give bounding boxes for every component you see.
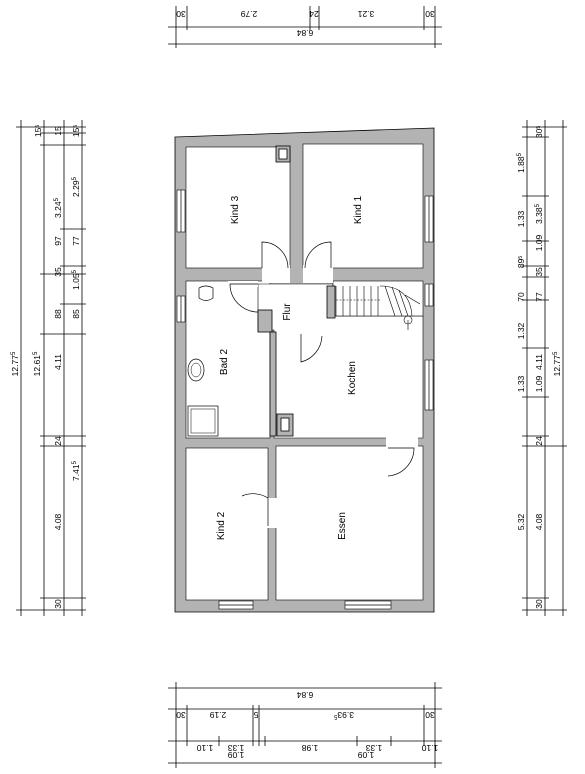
dim-bottom-w5: 1.10 [421, 743, 438, 753]
dim-left-w2: 88 [53, 309, 63, 319]
dim-left-r1b: 2.295 [71, 176, 81, 197]
dim-right-a7: 70 [516, 292, 526, 302]
room-label-kind-1: Kind 1 [353, 195, 364, 224]
sink-icon [187, 358, 205, 382]
dim-bottom-window-height-left: 1.09 [227, 750, 244, 760]
room-label-kind-2: Kind 2 [216, 511, 227, 540]
door-gap-kind2 [266, 498, 278, 528]
dim-bottom-w4: 1.33 [365, 743, 382, 753]
dim-bottom-window-height-right: 1.09 [357, 750, 374, 760]
dim-left-w1: 97 [53, 236, 63, 246]
dim-top-right-wall: 30 [425, 9, 435, 19]
dim-bottom-w1: 1.10 [196, 743, 213, 753]
door-swing-kind1 [304, 241, 332, 269]
dim-bottom-seg2: 3.935 [333, 710, 354, 720]
dim-bottom-w3: 1.98 [301, 743, 318, 753]
door-swing-kochen [300, 334, 323, 363]
dim-left-w2b: 85 [71, 309, 81, 319]
dim-right-a4: 1.09 [534, 234, 544, 251]
dim-left-wall24: 24 [53, 436, 63, 446]
dim-right-a6: 35 [534, 267, 544, 277]
building-walls [174, 127, 435, 613]
dim-left-top-a: 155 [33, 125, 43, 137]
dim-top-seg2: 3.21 [357, 9, 374, 19]
chimneys [275, 145, 294, 437]
dim-bottom-mid: 5 [253, 710, 258, 720]
dim-right-a15: 4.08 [534, 513, 544, 530]
staircase [335, 285, 421, 330]
shower-tray-icon [187, 405, 219, 437]
dim-right-a10: 4.11 [534, 354, 544, 370]
bottom-dimensions: 1.09 1.09 1.10 1.33 1.98 1.33 1.10 30 3.… [168, 682, 442, 768]
dim-right-a2: 3.385 [534, 203, 544, 224]
dim-right-a5: 895 [516, 256, 526, 268]
dim-right-a11: 1.33 [516, 375, 526, 392]
dim-bottom-seg1: 2.19 [209, 710, 226, 720]
dim-left-r1: 3.245 [53, 197, 63, 218]
room-label-kind-3: Kind 3 [230, 195, 241, 224]
room-essen [275, 445, 424, 601]
dim-left-outer-total: 12.775 [10, 351, 20, 376]
dim-right-a3: 1.33 [516, 210, 526, 227]
door-swing-essen [387, 447, 415, 477]
dim-right-a8: 77 [534, 292, 544, 302]
dim-left-top-b: 15 [53, 126, 63, 136]
flur-walls [257, 285, 336, 437]
bathroom-fixtures [187, 285, 219, 437]
door-gap-essen [386, 434, 418, 448]
windows [176, 189, 434, 610]
dim-bottom-left-wall: 30 [176, 710, 186, 720]
door-swing-kind2 [241, 493, 269, 526]
doors [229, 241, 415, 526]
dim-right-a14: 5.32 [516, 513, 526, 530]
dim-left-c1: 35 [53, 267, 63, 277]
room-label-kochen: Kochen [347, 361, 358, 395]
dim-right-top: 305 [534, 126, 544, 138]
dim-top-total: 6.84 [296, 28, 313, 38]
dim-top-seg1: 2.79 [240, 9, 257, 19]
left-dimensions: 12.775 12.615 155 15 155 3.245 2.295 97 … [10, 120, 86, 616]
dim-right-a9: 1.32 [516, 322, 526, 339]
room-label-essen: Essen [337, 512, 348, 540]
dim-bottom-right-wall: 30 [425, 710, 435, 720]
room-label-flur: Flur [282, 303, 293, 321]
room-label-bad-2: Bad 2 [219, 348, 230, 375]
room-kind-2 [185, 447, 269, 601]
dim-right-outer-total: 12.775 [552, 351, 562, 376]
door-gap-kind1 [303, 265, 333, 283]
door-swing-kind3 [261, 241, 289, 269]
room-kind-3 [185, 146, 291, 269]
dim-left-w1b: 77 [71, 236, 81, 246]
dim-right-a12: 1.09 [534, 375, 544, 392]
dim-top-mid-wall: 24 [309, 9, 319, 19]
dim-right-a13: 24 [534, 436, 544, 446]
dim-bottom-total: 6.84 [296, 690, 313, 700]
dim-right-a1: 1.885 [516, 152, 526, 173]
dim-bottom-w2: 1.33 [227, 743, 244, 753]
dim-left-second-total: 12.615 [32, 351, 42, 376]
dim-top-left-wall: 30 [176, 9, 186, 19]
dim-left-bot: 30 [53, 599, 63, 609]
door-gap-kind3 [262, 265, 290, 283]
room-kind-1 [302, 143, 424, 269]
toilet-icon [198, 285, 214, 301]
dim-left-low: 7.415 [71, 460, 81, 481]
dim-right-bot: 30 [534, 599, 544, 609]
dim-left-mid1: 4.11 [53, 354, 63, 370]
top-dimensions: 6.84 30 3.21 24 2.79 30 [168, 6, 442, 48]
door-swing-bad2 [229, 283, 259, 313]
dim-left-low2: 4.08 [53, 513, 63, 530]
room-labels: Kind 3 Kind 1 Bad 2 Flur Kochen Kind 2 E… [216, 195, 364, 540]
dim-left-top-c: 155 [71, 125, 81, 137]
right-dimensions: 305 1.885 3.385 1.33 1.09 895 35 70 77 1… [516, 120, 567, 616]
dim-left-c1b: 1.055 [71, 269, 81, 290]
